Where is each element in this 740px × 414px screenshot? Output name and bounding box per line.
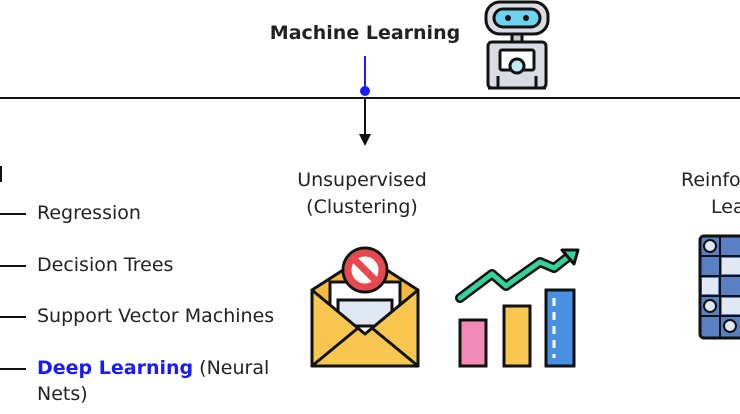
diagram-title: Machine Learning — [269, 22, 461, 44]
deep-learning-rest: (Neural — [193, 357, 270, 379]
list-item-regression: Regression — [37, 202, 141, 224]
spam-envelope-icon — [310, 246, 420, 368]
deep-learning-link[interactable]: Deep Learning — [37, 357, 194, 379]
unsupervised-label-line2: (Clustering) — [306, 196, 418, 218]
unsupervised-label: Unsupervised (Clustering) — [262, 167, 462, 221]
reinforcement-label: Reinfo Lea — [681, 167, 740, 221]
deep-learning-rest-2: Nets) — [37, 383, 88, 405]
supervised-tree-line — [0, 166, 2, 182]
list-item-svm: Support Vector Machines — [37, 305, 275, 327]
horizontal-divider — [0, 97, 740, 99]
connector-blue-line — [364, 56, 366, 90]
down-arrow-icon — [359, 134, 371, 146]
growth-chart-icon — [455, 248, 580, 368]
list-item-decision-trees: Decision Trees — [37, 254, 174, 276]
unsupervised-label-line1: Unsupervised — [297, 169, 427, 191]
list-dash — [0, 265, 26, 267]
list-item-deep-learning: Deep Learning (Neural Nets) — [37, 355, 277, 407]
connector-dot — [360, 86, 370, 96]
list-dash — [0, 213, 26, 215]
connector-arrow-line — [364, 99, 366, 137]
grid-board-icon — [698, 234, 740, 340]
reinforcement-label-line1: Reinfo — [681, 169, 740, 191]
list-dash — [0, 316, 26, 318]
list-dash — [0, 368, 26, 370]
robot-icon — [484, 0, 550, 90]
reinforcement-label-line2: Lea — [711, 196, 740, 218]
